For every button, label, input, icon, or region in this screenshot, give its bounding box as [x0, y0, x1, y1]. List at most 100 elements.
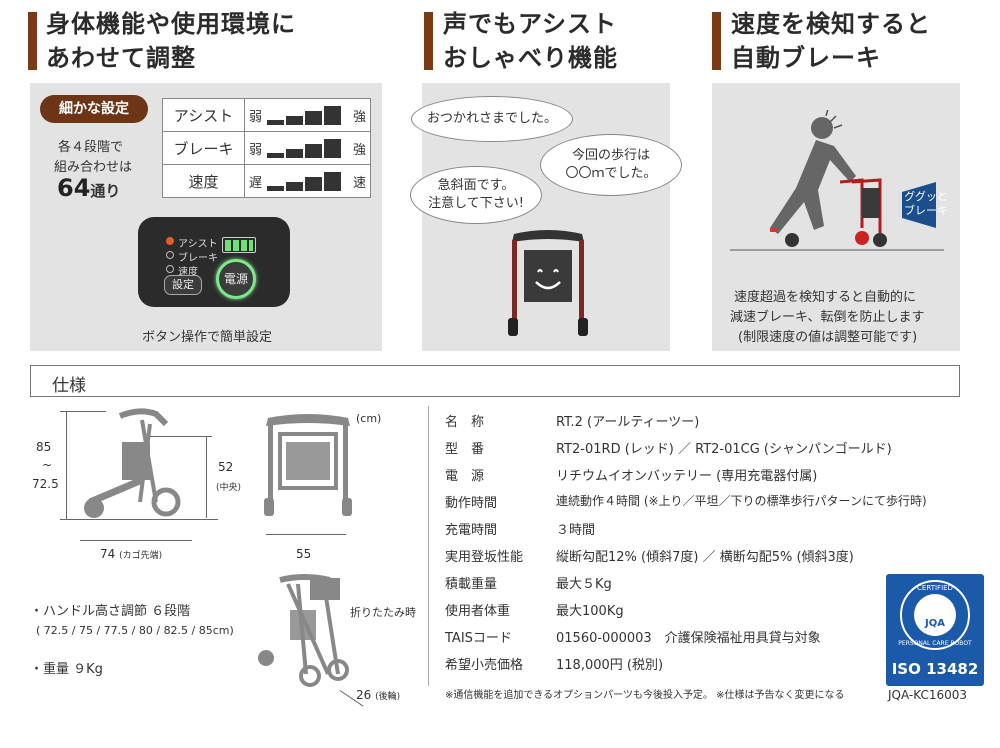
brake-tag: ググッと ブレーキ [904, 190, 948, 218]
meter-step-3 [305, 177, 322, 191]
spec-value-tais: 01560-000003 介護保険福祉用具貸与対象 [556, 631, 821, 646]
settings-count-line: 64通り [57, 174, 120, 202]
dim-folded-depth: 26 (後輪) [356, 688, 400, 702]
meter-step-4 [324, 139, 341, 158]
spec-footnote: ※通信機能を追加できるオプションパーツも今後投入予定。 ※仕様は予告なく変更にな… [445, 690, 845, 701]
dim-seat-height: 52 [218, 460, 234, 474]
meter-step-1 [267, 186, 284, 191]
assist-indicator-icon [166, 237, 174, 245]
dim-length-line [80, 540, 192, 541]
meter-step-4 [324, 172, 341, 191]
cert-ring-icon [900, 580, 970, 650]
spec-value-name: RT.2 (アールティーツー) [556, 415, 700, 430]
spec-label-price: 希望小売価格 [445, 658, 524, 673]
power-button[interactable]: 電源 [216, 259, 256, 299]
cert-iso: ISO 13482 [891, 660, 979, 678]
meter-step-1 [267, 120, 284, 125]
level-label-speed: 速度 [162, 164, 245, 198]
spec-value-price: 118,000円 (税別) [556, 658, 664, 673]
spec-label-charge: 充電時間 [445, 523, 498, 538]
brake-desc-l3: (制限速度の値は調整可能です) [738, 330, 918, 345]
weight-note: ・重量 ９Kg [30, 662, 103, 677]
walker-front-view-diagram [264, 414, 352, 516]
ctrl-brake-label: ブレーキ [178, 253, 218, 264]
settings-desc-l1: 各４段階で [58, 140, 124, 155]
level-meter-speed: 遅 速 [244, 164, 371, 198]
level-row-assist: アシスト 弱 強 [162, 98, 371, 132]
brake-indicator-icon [166, 251, 174, 259]
dim-length-note: (カゴ先端) [119, 551, 163, 561]
dim-height-top: 85 [36, 440, 52, 454]
level-label-brake: ブレーキ [162, 131, 245, 165]
dim-seat-height-note: (中央) [216, 483, 242, 493]
spec-value-charge: ３時間 [556, 523, 596, 538]
dim-width-line [266, 534, 346, 535]
spec-value-slope: 縦断勾配12% (傾斜7度) ／ 横断勾配5% (傾斜3度) [556, 550, 854, 565]
bubble-distance-l2: 〇〇ｍでした。 [565, 166, 657, 181]
spec-label-user-weight: 使用者体重 [445, 604, 511, 619]
spec-label-tais: TAISコード [445, 631, 512, 646]
heading-voice-l1: 声でもアシスト [443, 10, 618, 38]
brake-tag-l2: ブレーキ [904, 204, 948, 217]
dim-top-guide [60, 411, 106, 412]
control-panel: アシスト ブレーキ 速度 設定 電源 [138, 217, 290, 307]
level-high-speed: 速 [352, 176, 366, 191]
level-low-speed: 遅 [249, 176, 263, 191]
heading-bar-3 [712, 12, 721, 70]
spec-value-model: RT2-01RD (レッド) ／ RT2-01CG (シャンパンゴールド) [556, 442, 892, 457]
settings-pill: 細かな設定 [40, 95, 148, 123]
heading-bar-1 [28, 12, 37, 70]
heading-adjust-l1: 身体機能や使用環境に [46, 10, 296, 38]
brake-tag-l1: ググッと [904, 190, 948, 203]
handle-note-l1: ・ハンドル高さ調節 ６段階 [30, 604, 191, 619]
dim-width: 55 [296, 547, 312, 561]
bubble-slope-l1: 急斜面です。 [437, 178, 515, 193]
cert-ring-bottom: PERSONAL CARE ROBOT [898, 640, 972, 647]
level-label-assist: アシスト [162, 98, 245, 132]
brake-desc-l2: 減速ブレーキ、転倒を防止します [730, 310, 925, 325]
heading-bar-2 [424, 12, 433, 70]
settings-count-unit: 通り [90, 182, 121, 200]
meter-step-2 [286, 182, 303, 191]
levels-table: アシスト 弱 強 ブレーキ 弱 強 速度 [162, 98, 371, 198]
level-high-assist: 強 [352, 110, 366, 125]
level-low-brake: 弱 [249, 143, 263, 158]
level-row-brake: ブレーキ 弱 強 [162, 131, 371, 165]
battery-icon [222, 237, 256, 253]
iso-cert-badge: CERTIFIED JQA PERSONAL CARE ROBOT ISO 13… [886, 574, 984, 686]
dim-unit: (cm) [356, 412, 382, 425]
meter-step-3 [305, 144, 322, 158]
dim-seat-guide [150, 436, 212, 437]
set-button[interactable]: 設定 [164, 275, 202, 295]
person-walker-brake-illustration [730, 110, 944, 251]
level-high-brake: 強 [352, 143, 366, 158]
walker-front-smile-icon [508, 230, 588, 336]
spec-label-load: 積載重量 [445, 577, 498, 592]
speech-bubble-slope: 急斜面です。 注意して下さい! [410, 166, 542, 224]
ctrl-speed-label: 速度 [178, 267, 198, 278]
dim-height-line [66, 411, 67, 519]
spec-value-load: 最大５Kg [556, 577, 612, 592]
cert-inner-disc [914, 594, 956, 636]
spec-label-power: 電 源 [445, 469, 485, 484]
bubble-thanks-text: おつかれさまでした。 [426, 111, 557, 126]
heading-brake-l2: 自動ブレーキ [731, 44, 881, 72]
cert-ring-top: CERTIFIED [917, 584, 953, 592]
heading-voice-l2: おしゃべり機能 [443, 44, 618, 72]
brake-desc-l1: 速度超過を検知すると自動的に [734, 290, 917, 305]
speed-indicator-icon [166, 265, 174, 273]
speech-bubble-thanks: おつかれさまでした。 [411, 96, 573, 142]
dim-seat-line [206, 436, 207, 518]
spec-value-user-weight: 最大100Kg [556, 604, 624, 619]
folded-label: 折りたたみ時 [350, 606, 416, 619]
settings-desc-l2: 組み合わせは [54, 160, 133, 175]
heading-adjust-l2: あわせて調整 [46, 44, 196, 72]
walker-side-view-diagram [84, 408, 181, 518]
spec-label-model: 型 番 [445, 442, 485, 457]
level-low-assist: 弱 [249, 110, 263, 125]
settings-caption: ボタン操作で簡単設定 [142, 330, 273, 345]
bubble-slope-l2: 注意して下さい! [428, 196, 524, 211]
dim-height-tilde: ~ [42, 458, 53, 472]
dim-height-bottom: 72.5 [32, 477, 59, 491]
settings-count: 64 [57, 174, 91, 202]
